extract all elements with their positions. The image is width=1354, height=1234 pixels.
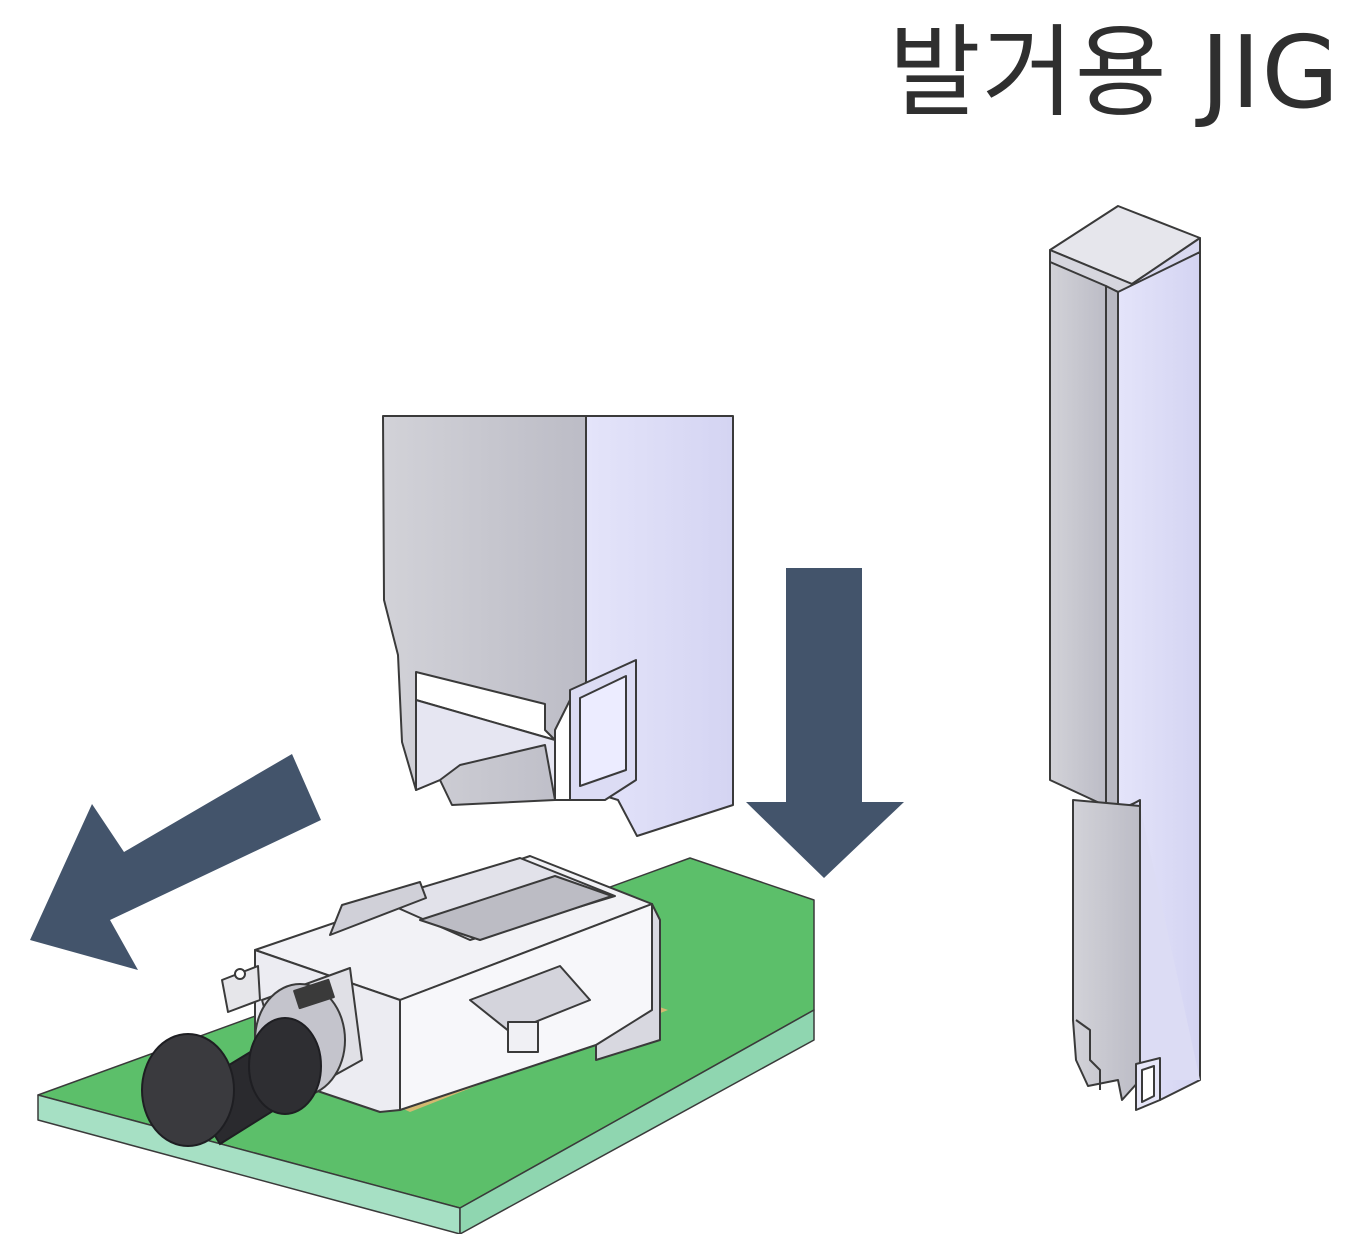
- diagram-title: 발거용 JIG: [888, 14, 1340, 131]
- jig-tool-full: [1049, 205, 1201, 1111]
- cap-face: [141, 1033, 235, 1147]
- pcb-edge: [37, 1094, 461, 1234]
- connector-latch: [329, 881, 427, 936]
- jig-lower-stem: [1072, 799, 1141, 1101]
- connector-cap: [141, 1017, 322, 1147]
- jig-closeup: [382, 415, 734, 837]
- arrow-left-down-icon: [30, 754, 321, 970]
- arrow-down-icon: [746, 568, 904, 878]
- connector: [221, 855, 661, 1113]
- connector-window: [419, 875, 613, 941]
- jig-upper-left-face: [1049, 261, 1107, 807]
